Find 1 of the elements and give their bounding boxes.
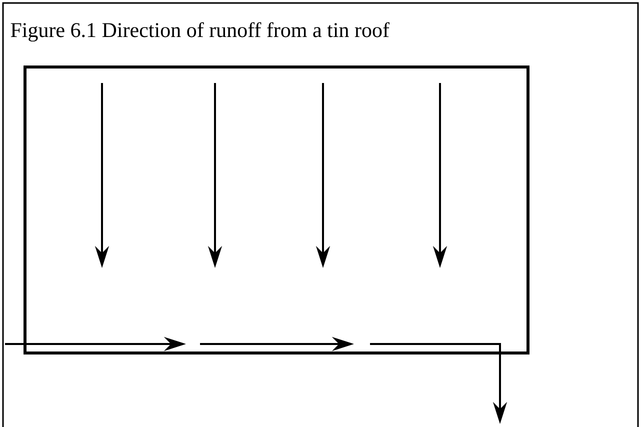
figure-title: Figure 6.1 Direction of runoff from a tin roof <box>10 22 390 42</box>
